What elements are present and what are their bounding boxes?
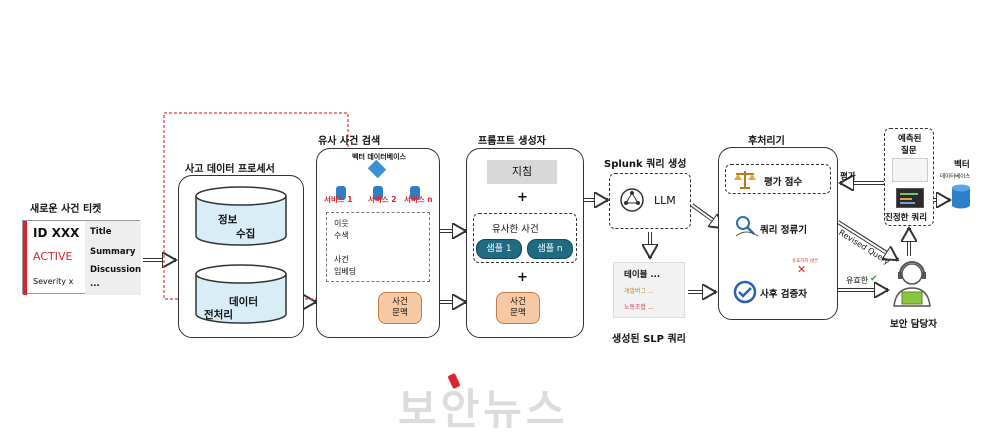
vector-db-right-label-2: 데이터베이스 <box>940 174 971 180</box>
prompt-case-context: 사건 문맥 <box>496 292 540 324</box>
predicted-question-label-2: 질문 <box>901 146 917 156</box>
plus-sign: + <box>517 190 528 205</box>
vector-db-right-label-1: 벡터 <box>954 160 970 170</box>
vector-db-label: 벡터 데이터베이스 <box>352 153 406 161</box>
collect-label-1: 정보 <box>218 214 238 226</box>
database-icon <box>336 186 346 200</box>
llm-network-icon <box>620 188 644 212</box>
arrow-revised-query <box>836 220 898 262</box>
sample-1-pill: 샘플 1 <box>476 239 522 259</box>
ticket-card: ID XXX ACTIVE Severity x Title Summary D… <box>22 220 142 295</box>
service-2-label: 서비스 2 <box>368 195 397 204</box>
query-refiner-icon <box>735 216 759 237</box>
preprocess-label-2: 전처리 <box>204 309 233 321</box>
ticket-field: Summary <box>90 247 136 257</box>
scale-icon <box>734 171 756 189</box>
service-n-label: 서비스 n <box>404 195 433 204</box>
query-text-3: 노동조합 ... <box>624 304 654 311</box>
postprocessor-title: 후처리기 <box>748 136 785 147</box>
genuine-query-thumbnail <box>896 188 924 208</box>
ticket-status: ACTIVE <box>33 250 73 263</box>
database-icon <box>373 186 383 200</box>
llm-box <box>609 173 691 229</box>
generated-query-card <box>613 262 685 318</box>
ticket-id: ID XXX <box>33 226 80 240</box>
ticket-severity: Severity x <box>33 277 74 286</box>
ticket-field: ... <box>90 279 100 289</box>
analyst-output-box <box>884 128 934 226</box>
preprocess-cylinder <box>195 264 287 324</box>
embedding-label-2: 임베딩 <box>334 267 357 276</box>
query-text-2: 개발버그 ... <box>624 288 654 295</box>
invalid-note: 유효하지 않은 <box>792 259 819 264</box>
invalid-x-icon: ✕ <box>797 263 807 276</box>
analyst-icon <box>893 261 931 307</box>
sample-n-pill: 샘플 n <box>527 239 573 259</box>
analyst-label: 보안 담당자 <box>890 319 938 330</box>
similar-cases-label: 유사한 사건 <box>492 224 539 235</box>
prompt-case-context-line2: 문맥 <box>510 308 526 318</box>
search-case-context: 사건 문맥 <box>378 292 422 324</box>
ticket-fields-panel <box>85 221 141 295</box>
eval-edge-label: 평가 <box>840 172 856 182</box>
similar-cases-box <box>473 213 577 263</box>
prompt-title: 프롬프트 생성자 <box>478 136 546 147</box>
eval-score-label: 평가 점수 <box>764 177 803 188</box>
search-case-context-line2: 문맥 <box>392 308 408 318</box>
vector-db-right-icon <box>952 184 970 209</box>
ticket-accent-bar <box>23 221 27 295</box>
valid-label: 유효한 <box>846 276 869 285</box>
instructions-box: 지침 <box>487 160 557 184</box>
collect-cylinder <box>195 186 287 246</box>
valid-check-icon: ✔ <box>870 274 878 284</box>
neighbor-search-label-1: 이웃 <box>334 219 349 228</box>
llm-label: LLM <box>654 194 676 207</box>
post-validator-label: 사후 검증자 <box>760 289 808 300</box>
ticket-field: Title <box>90 227 112 237</box>
validator-check-icon <box>733 280 757 304</box>
prompt-case-context-line1: 사건 <box>510 297 526 307</box>
service-1-label: 서비스 1 <box>324 195 353 204</box>
splunk-title: Splunk 쿼리 생성 <box>604 159 687 170</box>
collect-label-2: 수집 <box>236 228 256 240</box>
search-title: 유사 사건 검색 <box>318 136 381 147</box>
generated-query-label: 생성된 SLP 쿼리 <box>612 334 686 345</box>
embedding-area <box>326 212 430 282</box>
ticket-heading: 새로운 사건 티켓 <box>30 204 102 215</box>
embedding-label-1: 사건 <box>334 255 349 264</box>
plus-sign: + <box>517 270 528 285</box>
watermark-logo: 보안뉴스 <box>398 385 569 434</box>
genuine-query-label: 진정한 쿼리 <box>885 213 928 223</box>
processor-title: 사고 데이터 프로세서 <box>185 164 275 175</box>
neighbor-search-label-2: 수색 <box>334 231 349 240</box>
ticket-field: Discussion <box>90 265 142 275</box>
predicted-question-thumbnail <box>892 158 928 182</box>
predicted-question-label-1: 예측된 <box>898 134 922 144</box>
preprocess-label-1: 데이터 <box>229 296 258 308</box>
eval-score-box <box>725 164 831 194</box>
search-case-context-line1: 사건 <box>392 297 408 307</box>
query-refiner-label: 쿼리 정류기 <box>760 225 808 236</box>
query-text-1: 테이블 ... <box>624 270 661 280</box>
database-icon <box>410 186 420 200</box>
